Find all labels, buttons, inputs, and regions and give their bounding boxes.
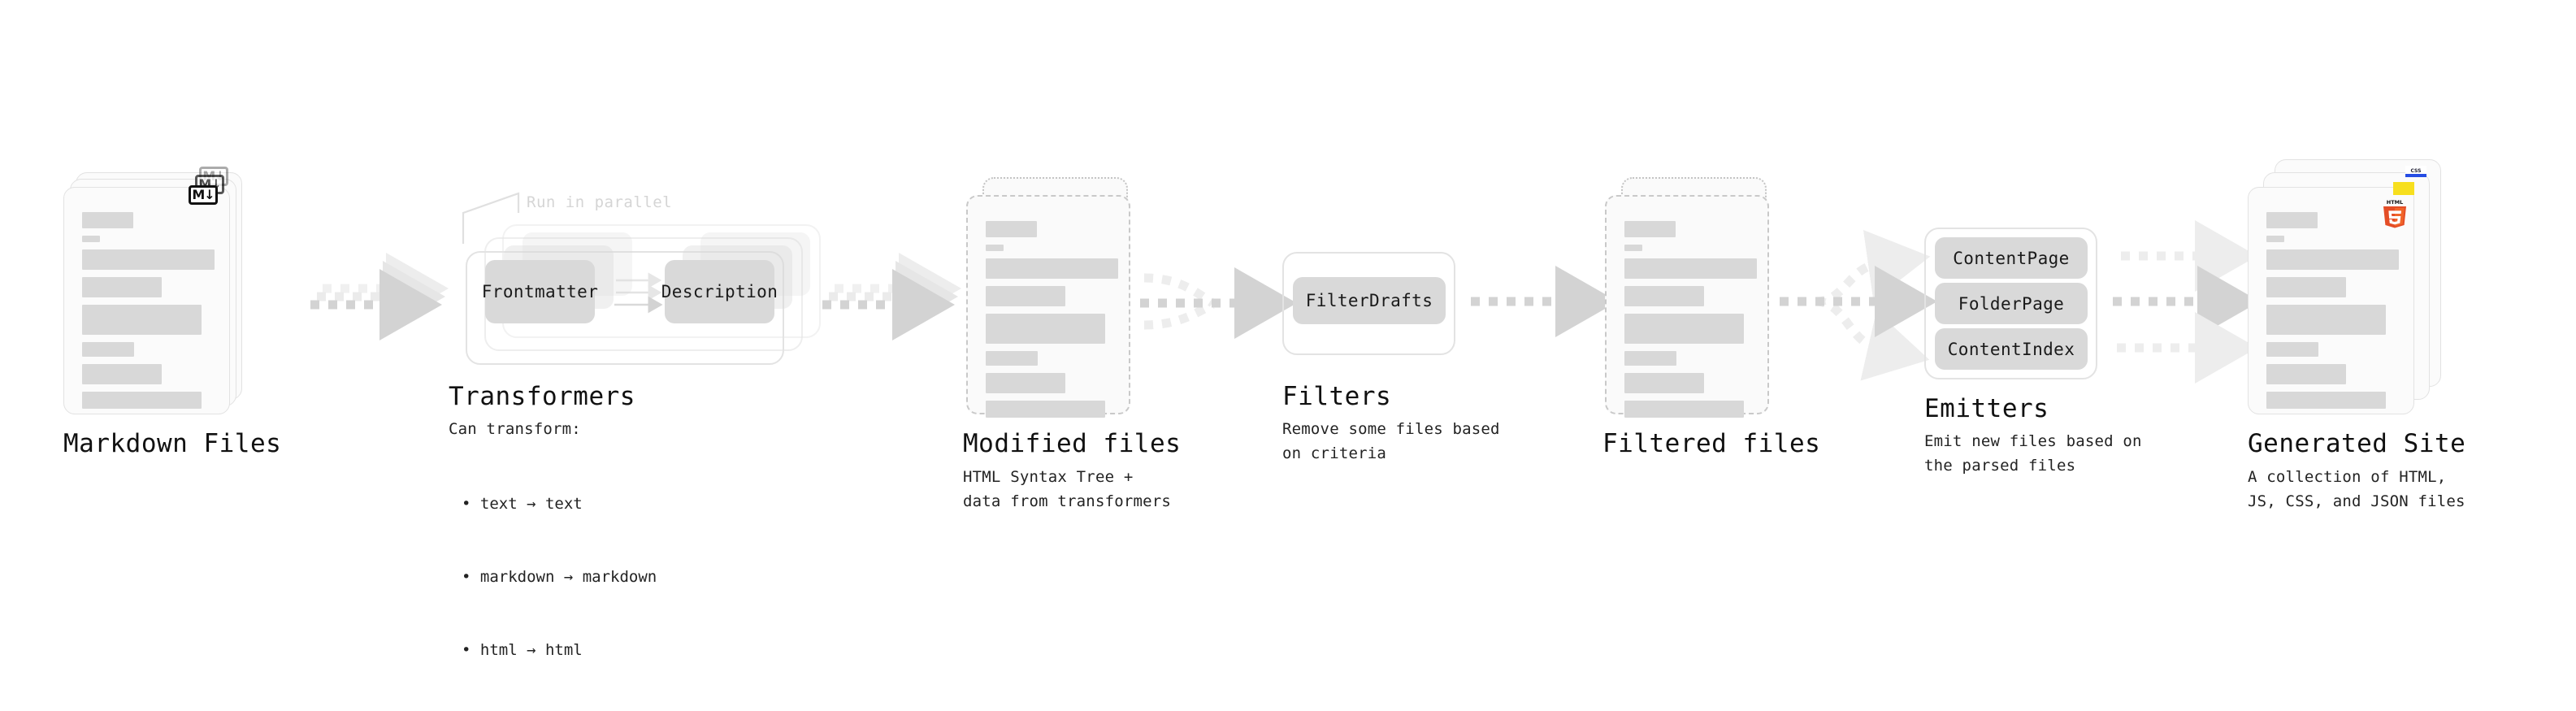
css-badge-bar (2405, 174, 2426, 177)
transform-bullet-0: • text → text (462, 495, 583, 513)
arrow-markdown-to-transformers (310, 253, 449, 340)
file-placeholder-lines (1624, 221, 1757, 425)
chip-folderpage[interactable]: FolderPage (1935, 283, 2088, 324)
stage-title-filtered-files: Filtered files (1602, 429, 1821, 458)
arrow-emitters-to-site (2113, 220, 2260, 384)
stage-title-modified-files: Modified files (963, 429, 1182, 458)
chip-filterdrafts[interactable]: FilterDrafts (1293, 277, 1446, 324)
arrow-filtered-to-emitters (1780, 230, 1937, 381)
css-badge: CSS (2405, 166, 2426, 177)
pipeline-diagram: M↓ M↓ M↓ Markdown Files Frontmatter Desc… (63, 159, 2466, 659)
html5-badge: HTML (2381, 197, 2409, 232)
chip-contentpage-label: ContentPage (1953, 248, 2070, 268)
transformers-bullets: • text → text • markdown → markdown • ht… (462, 443, 657, 711)
chip-folderpage-label: FolderPage (1958, 293, 2065, 314)
chip-description[interactable]: Description (661, 260, 778, 323)
stage-desc-emitters: Emit new files based on the parsed files (1924, 432, 2142, 475)
arrow-modified-to-filters (1140, 267, 1297, 339)
markdown-file-card-front (63, 187, 230, 414)
run-in-parallel-label: Run in parallel (527, 193, 673, 211)
stage-title-transformers: Transformers (449, 382, 635, 411)
chip-contentpage[interactable]: ContentPage (1935, 237, 2088, 279)
html5-badge-icon: HTML (2383, 199, 2406, 228)
stage-desc-filters: Remove some files based on criteria (1282, 420, 1500, 462)
file-placeholder-lines (82, 212, 215, 416)
transform-bullet-2: • html → html (462, 641, 583, 659)
transformer-inner-arrows (614, 272, 663, 314)
filters-box (1282, 252, 1455, 355)
chip-frontmatter[interactable]: Frontmatter (481, 260, 599, 323)
stage-desc-modified-files: HTML Syntax Tree + data from transformer… (963, 468, 1172, 510)
stage-desc-transformers: Can transform: (449, 420, 581, 438)
stage-title-markdown-files: Markdown Files (63, 429, 282, 458)
file-placeholder-lines (986, 221, 1118, 425)
js-badge (2393, 182, 2414, 195)
chip-contentindex-label: ContentIndex (1947, 339, 2075, 359)
stage-desc-generated-site: A collection of HTML, JS, CSS, and JSON … (2248, 468, 2465, 510)
filtered-file-card-front (1605, 195, 1769, 418)
markdown-badge: M↓ (189, 185, 218, 205)
transform-bullet-1: • markdown → markdown (462, 568, 657, 586)
emitters-box (1924, 228, 2097, 379)
stage-title-generated-site: Generated Site (2248, 429, 2466, 458)
chip-description-label: Description (661, 282, 778, 301)
arrow-connectors (310, 192, 2260, 384)
chip-filterdrafts-label: FilterDrafts (1305, 291, 1433, 310)
modified-file-card-front (966, 195, 1130, 418)
markdown-badge-label: M↓ (192, 187, 215, 202)
chip-contentindex[interactable]: ContentIndex (1935, 328, 2088, 370)
file-placeholder-lines (2266, 212, 2399, 416)
arrow-transformers-to-modified (822, 253, 961, 340)
stage-title-emitters: Emitters (1924, 394, 2049, 423)
run-in-parallel-bracket (462, 192, 520, 244)
svg-text:HTML: HTML (2387, 199, 2403, 206)
css-badge-label: CSS (2410, 168, 2422, 174)
transformers-box-front (466, 251, 784, 365)
stage-title-filters: Filters (1282, 382, 1392, 411)
chip-frontmatter-label: Frontmatter (481, 282, 599, 301)
